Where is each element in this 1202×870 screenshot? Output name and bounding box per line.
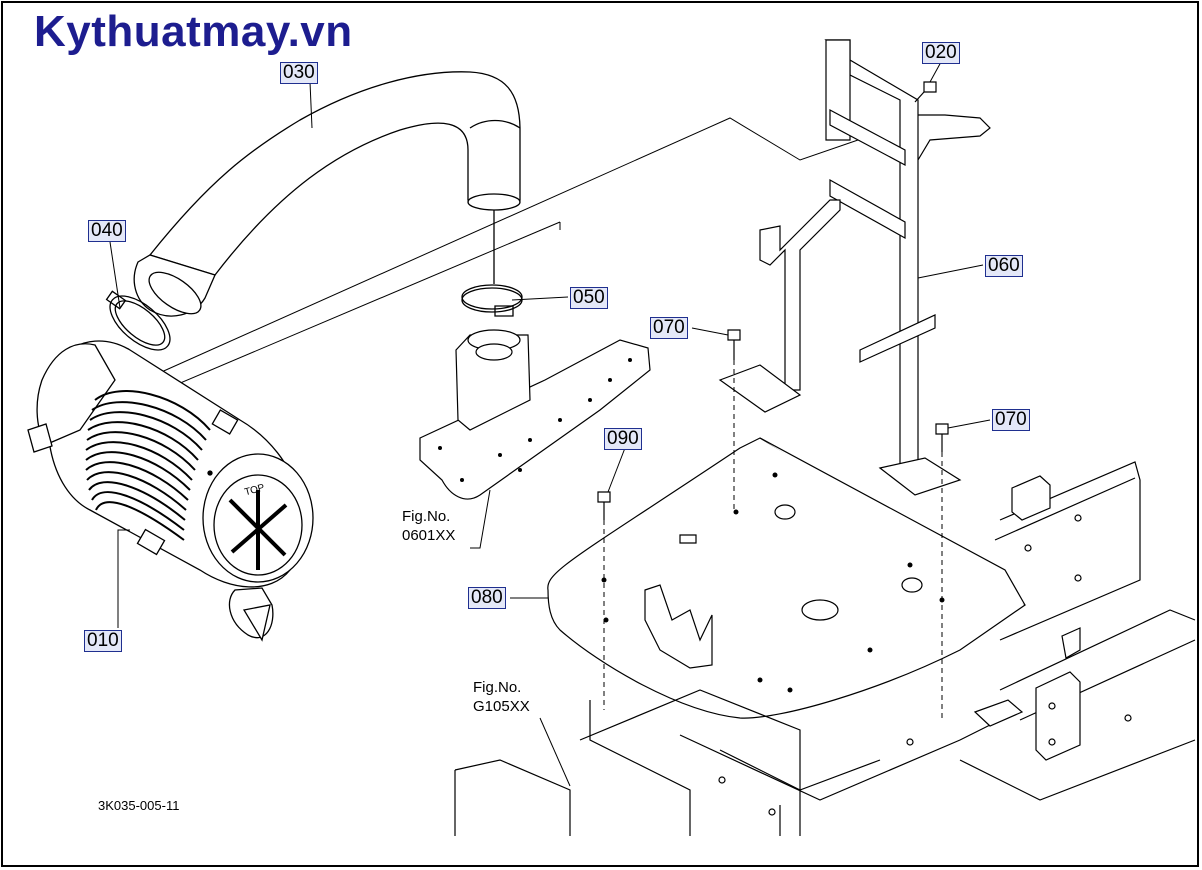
brand-logo-text: Kythuatmay.vn xyxy=(34,7,353,56)
mounting-plate-080 xyxy=(548,438,1025,718)
stand-bracket-060 xyxy=(720,40,990,495)
fig-ref-label: Fig.No. xyxy=(402,508,451,525)
intake-manifold xyxy=(420,330,650,499)
part-callout-080[interactable]: 080 xyxy=(468,587,506,609)
fig-ref-number: G105XX xyxy=(473,698,530,715)
part-callout-070-lower[interactable]: 070 xyxy=(992,409,1030,431)
part-callout-020[interactable]: 020 xyxy=(922,42,960,64)
hose-clamp-050 xyxy=(462,210,522,316)
part-callout-090[interactable]: 090 xyxy=(604,428,642,450)
leader-lines xyxy=(110,62,990,786)
part-callout-050[interactable]: 050 xyxy=(570,287,608,309)
part-callout-040[interactable]: 040 xyxy=(88,220,126,242)
fig-ref-0601xx[interactable]: Fig.No. 0601XX xyxy=(402,507,455,545)
fig-ref-number: 0601XX xyxy=(402,527,456,544)
engine-outline xyxy=(148,118,858,395)
air-cleaner xyxy=(28,341,313,640)
part-callout-070-upper[interactable]: 070 xyxy=(650,317,688,339)
part-callout-010[interactable]: 010 xyxy=(84,630,122,652)
part-callout-030[interactable]: 030 xyxy=(280,62,318,84)
part-callout-060[interactable]: 060 xyxy=(985,255,1023,277)
hose-clamp-040 xyxy=(101,286,179,360)
fig-ref-g105xx[interactable]: Fig.No. G105XX xyxy=(473,678,530,716)
filter-cap-text: TOP xyxy=(243,482,266,498)
intake-hose xyxy=(134,72,520,322)
fig-ref-label: Fig.No. xyxy=(473,679,522,696)
machine-frame xyxy=(455,462,1195,836)
diagram-code: 3K035-005-11 xyxy=(98,798,180,813)
